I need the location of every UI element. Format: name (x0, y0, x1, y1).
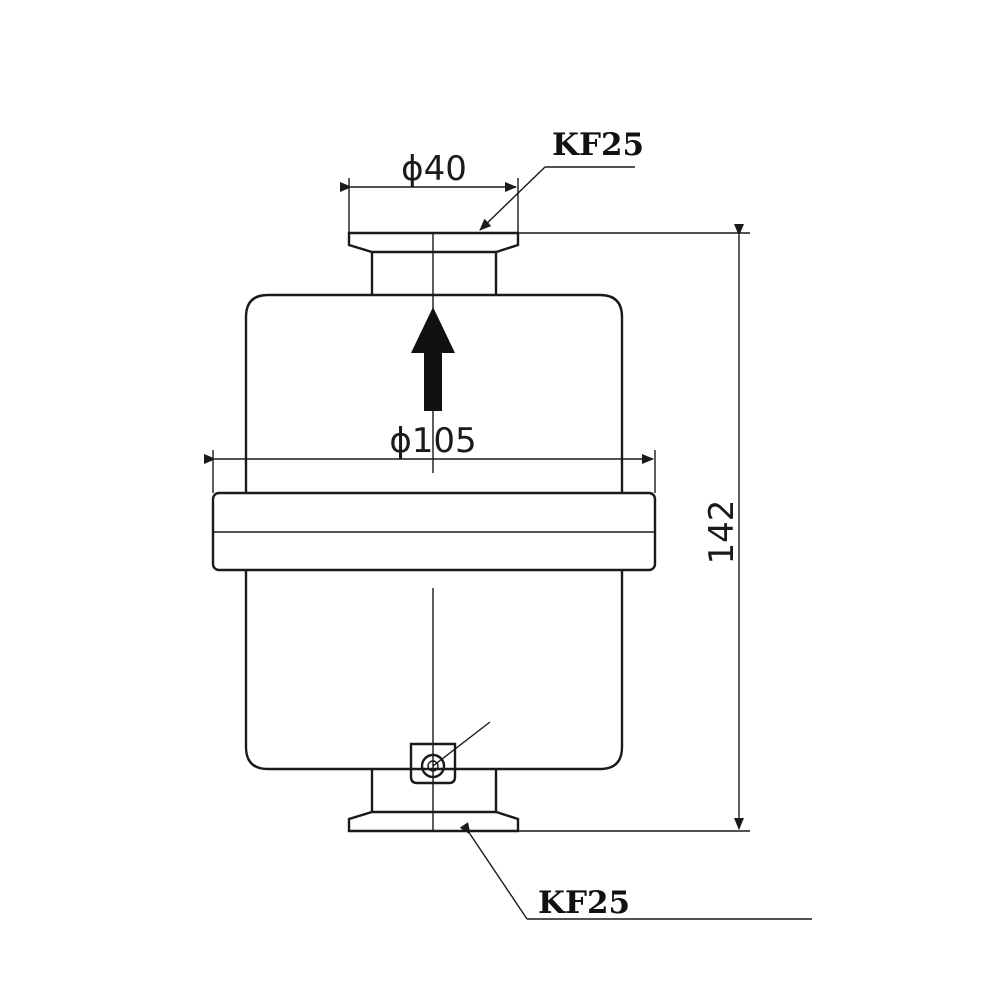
height-dimension: 142 (518, 224, 750, 832)
flange-diameter-label: ϕ40 (401, 149, 467, 189)
flange-diameter-dimension: ϕ40 (340, 149, 519, 233)
bottom-callout: KF25 (459, 822, 812, 921)
clamp-band (211, 491, 657, 572)
body-diameter-label: ϕ105 (389, 421, 476, 461)
drain-port (409, 721, 491, 785)
body-diameter-dimension: ϕ105 (204, 421, 656, 493)
top-callout: KF25 (479, 127, 644, 231)
flow-arrow-icon (411, 307, 455, 411)
height-label: 142 (702, 500, 742, 565)
bottom-connection-label: KF25 (538, 885, 630, 921)
top-connection-label: KF25 (552, 127, 644, 163)
